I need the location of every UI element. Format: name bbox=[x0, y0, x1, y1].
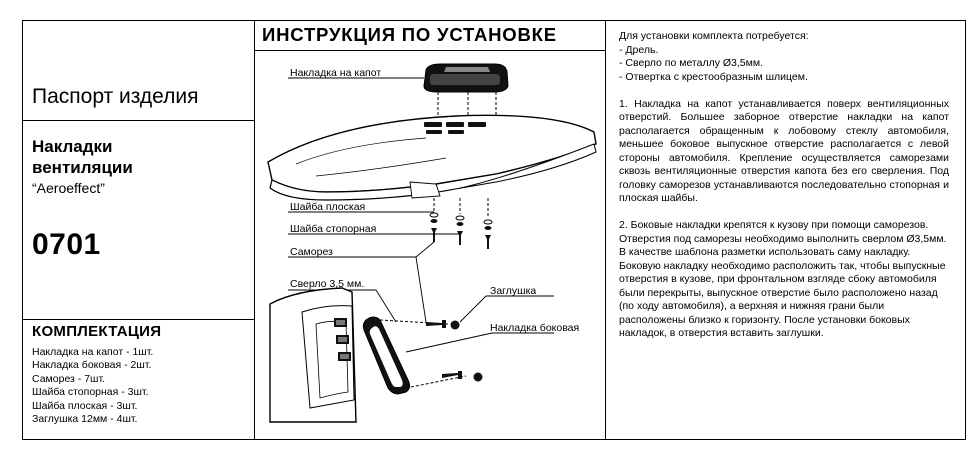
leader-lines bbox=[288, 77, 554, 353]
requirement-item: - Отвертка с крестообразным шлицем. bbox=[619, 70, 808, 83]
side-screws bbox=[426, 320, 462, 379]
label-drill: Сверло 3,5 мм. bbox=[290, 278, 365, 290]
instructions-text: Для установки комплекта потребуется: - Д… bbox=[619, 30, 949, 341]
product-code: 0701 bbox=[32, 228, 101, 261]
kit-item: Заглушка 12мм - 4шт. bbox=[32, 413, 138, 426]
title-divider bbox=[254, 50, 605, 51]
requirements-intro: Для установки комплекта потребуется: bbox=[619, 30, 809, 42]
left-divider-top bbox=[22, 120, 254, 121]
kit-item: Саморез - 7шт. bbox=[32, 372, 106, 385]
screws bbox=[431, 228, 491, 249]
label-side-cover: Накладка боковая bbox=[490, 322, 580, 334]
flat-washers bbox=[429, 212, 493, 225]
product-subtitle: “Aeroeffect” bbox=[32, 180, 105, 196]
product-name: Накладки вентиляции bbox=[32, 136, 133, 178]
hood-vents bbox=[424, 122, 486, 134]
label-lock-washer: Шайба стопорная bbox=[290, 223, 377, 235]
side-cover-illustration bbox=[362, 316, 411, 395]
lock-washers bbox=[430, 219, 492, 230]
label-flat-washer: Шайба плоская bbox=[290, 201, 366, 213]
plugs bbox=[450, 320, 483, 382]
kit-item: Шайба плоская - 3шт. bbox=[32, 399, 138, 412]
kit-list: Накладка на капот - 1шт. Накладка бокова… bbox=[32, 346, 153, 426]
hood-cover-illustration bbox=[423, 63, 509, 93]
installation-diagram bbox=[267, 63, 597, 423]
label-hood-cover: Накладка на капот bbox=[290, 67, 382, 79]
kit-item: Шайба стопорная - 3шт. bbox=[32, 386, 149, 399]
hood-bracket bbox=[409, 181, 441, 199]
kit-item: Накладка боковая - 2шт. bbox=[32, 359, 152, 372]
product-name-line-2: вентиляции bbox=[32, 158, 133, 177]
product-name-line-1: Накладки bbox=[32, 137, 113, 156]
car-side-illustration bbox=[269, 287, 357, 423]
step-1-text: 1. Накладка на капот устанавливается пов… bbox=[619, 97, 949, 205]
requirements-list: - Дрель. - Сверло по металлу Ø3,5мм. - О… bbox=[619, 44, 949, 85]
passport-title: Паспорт изделия bbox=[32, 85, 199, 108]
kit-title: КОМПЛЕКТАЦИЯ bbox=[32, 323, 162, 340]
step-2-text: 2. Боковые накладки крепятся к кузову пр… bbox=[619, 219, 947, 339]
left-divider-bottom bbox=[22, 319, 254, 320]
outer-frame bbox=[22, 20, 966, 440]
requirement-item: - Дрель. bbox=[619, 43, 659, 56]
label-plug: Заглушка bbox=[490, 285, 537, 297]
hood-screw-lines bbox=[433, 198, 489, 218]
requirement-item: - Сверло по металлу Ø3,5мм. bbox=[619, 57, 764, 69]
column-divider-left bbox=[254, 20, 255, 440]
car-hood-illustration bbox=[267, 114, 597, 201]
instruction-title: ИНСТРУКЦИЯ ПО УСТАНОВКЕ bbox=[262, 24, 557, 45]
kit-item: Накладка на капот - 1шт. bbox=[32, 346, 154, 358]
label-screw: Саморез bbox=[290, 246, 333, 258]
column-divider-right bbox=[605, 20, 606, 440]
